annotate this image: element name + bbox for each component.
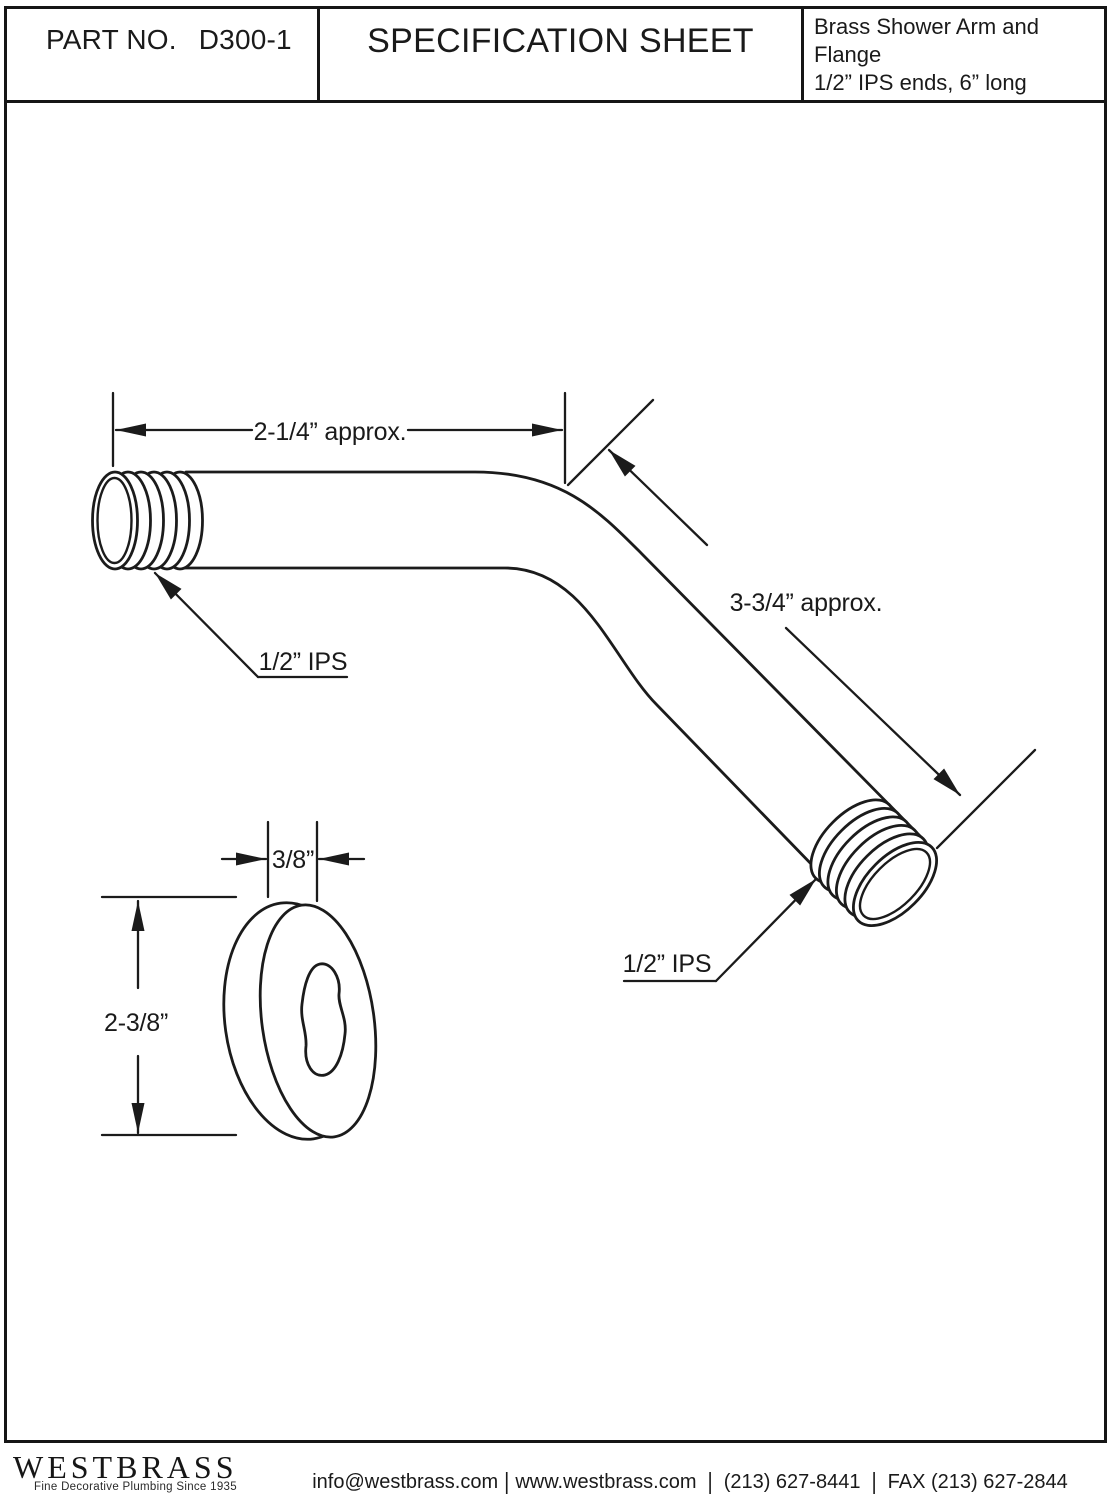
part-number-value: D300-1 (198, 24, 292, 55)
sheet-title: SPECIFICATION SHEET (367, 22, 754, 60)
brand-logo: WESTBRASS (13, 1449, 238, 1485)
titleblock-divider-2 (801, 6, 804, 103)
dim-label-diagonal: 3-3/4” approx. (730, 589, 883, 617)
contact-line: info@westbrass.com|www.westbrass.com|(21… (265, 1469, 1115, 1495)
dimension-arrowheads (116, 423, 960, 1133)
part-number-label: PART NO. (46, 24, 177, 55)
contact-phone: (213) 627-8441 (723, 1471, 861, 1493)
product-description-cell: Brass Shower Arm and Flange 1/2” IPS end… (814, 13, 1099, 97)
contact-website: www.westbrass.com (515, 1471, 697, 1493)
dim-label-flange-thickness: 3/8” (272, 846, 314, 874)
flange-outline (222, 901, 378, 1141)
contact-separator: | (504, 1469, 510, 1495)
left-thread-end (91, 470, 204, 571)
part-number-cell: PART NO. D300-1 (46, 24, 292, 56)
titleblock-bottom-rule (4, 100, 1107, 103)
dim-label-horizontal: 2-1/4” approx. (254, 418, 407, 446)
contact-email: info@westbrass.com (312, 1471, 499, 1493)
product-specs: 1/2” IPS ends, 6” long (814, 70, 1027, 95)
contact-separator: | (871, 1469, 877, 1495)
brand-tagline: Fine Decorative Plumbing Since 1935 (34, 1481, 237, 1493)
contact-separator: | (707, 1469, 713, 1495)
sheet-border (4, 6, 1107, 1443)
dim-label-flange-diameter: 2-3/8” (104, 1009, 168, 1037)
label-ips-left: 1/2” IPS (259, 648, 348, 676)
shower-arm-outline (181, 470, 923, 871)
titleblock-divider-1 (317, 6, 320, 103)
label-ips-right: 1/2” IPS (623, 950, 712, 978)
product-name: Brass Shower Arm and Flange (814, 14, 1039, 67)
right-thread-end (809, 798, 938, 927)
flange-hole (300, 962, 347, 1077)
contact-fax: FAX (213) 627-2844 (887, 1471, 1068, 1493)
